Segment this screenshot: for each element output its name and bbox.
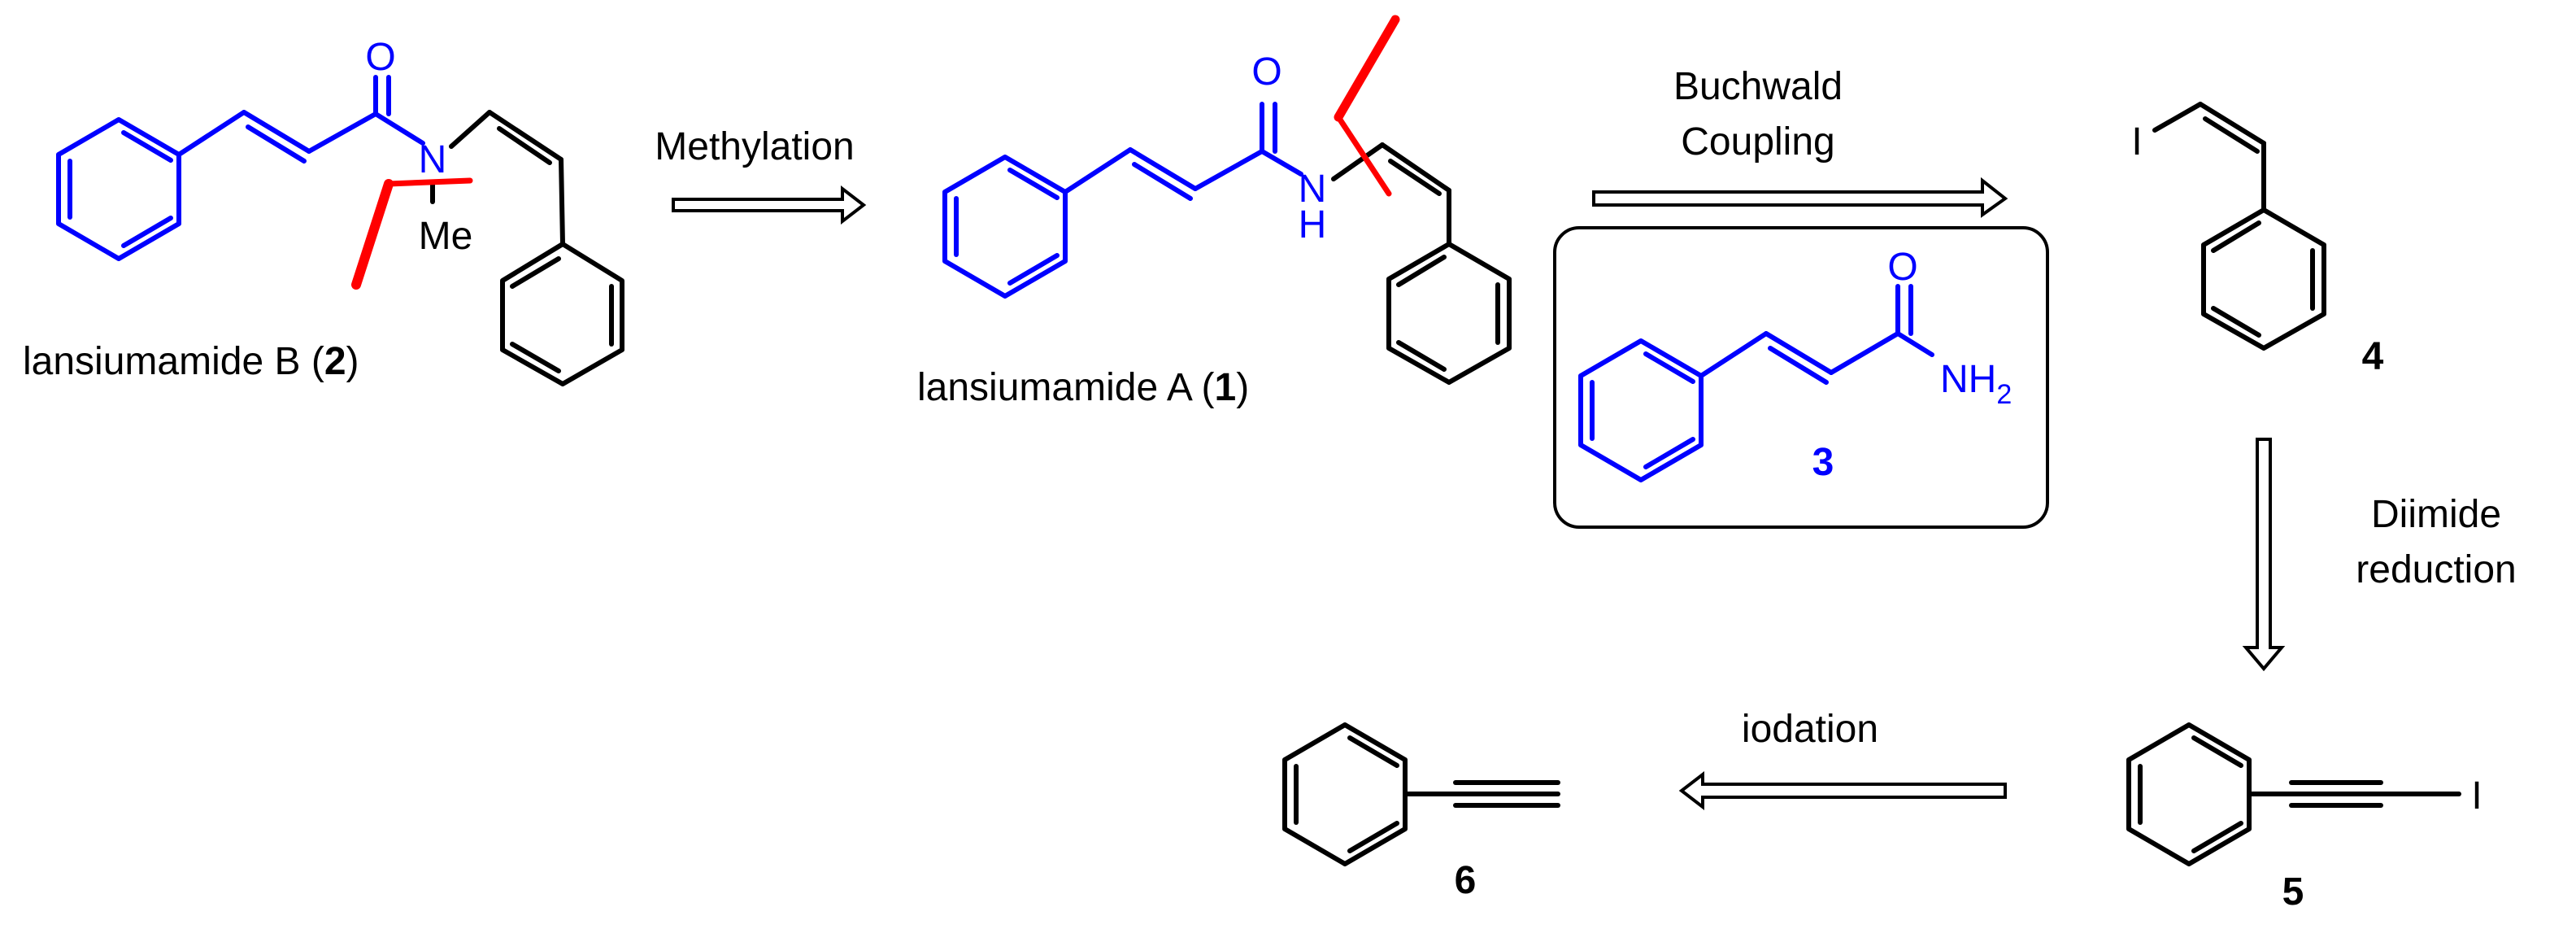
compound-1-cinnamoyl xyxy=(942,102,1303,299)
diimide-arrow xyxy=(2242,438,2286,672)
compound-4-structure xyxy=(2152,102,2326,351)
compound-1-label: lansiumamide A (1) xyxy=(917,366,1249,409)
compound-3-structure xyxy=(1578,284,1934,482)
compound-2-nitrogen: N xyxy=(419,138,447,181)
step-methylation-label: Methylation xyxy=(655,125,854,168)
compound-2-cinnamoyl xyxy=(56,75,425,261)
compound-2-n-vinyl-bond xyxy=(449,110,492,149)
compound-1-oxygen: O xyxy=(1251,50,1281,94)
compound-1-hydrogen: H xyxy=(1299,203,1327,246)
compound-6-number: 6 xyxy=(1455,859,1477,902)
methylation-arrow xyxy=(672,185,867,225)
compound-2-disconnection-mark xyxy=(351,177,473,290)
compound-3-number: 3 xyxy=(1812,441,1834,484)
compound-6-structure xyxy=(1282,722,1560,866)
compound-5-number: 5 xyxy=(2282,870,2304,914)
compound-2-oxygen: O xyxy=(365,36,395,79)
compound-5-iodine: I xyxy=(2471,774,2482,818)
compound-5-structure xyxy=(2126,722,2461,866)
compound-3-oxygen: O xyxy=(1887,246,1917,289)
compound-2-methyl: Me xyxy=(419,215,473,258)
step-iodation-label: iodation xyxy=(1742,708,1878,751)
compound-1-nitrogen: N xyxy=(1299,168,1327,211)
compound-3-amine: NH2 xyxy=(1940,358,2012,410)
compound-4-number: 4 xyxy=(2362,335,2384,378)
step-diimide-line2: reduction xyxy=(2356,548,2516,591)
step-buchwald-line1: Buchwald xyxy=(1673,65,1843,108)
compound-2-styryl xyxy=(487,110,624,386)
iodation-arrow xyxy=(1678,770,2007,811)
compound-4-iodine: I xyxy=(2131,120,2142,164)
step-diimide-line1: Diimide xyxy=(2371,493,2501,536)
buchwald-arrow xyxy=(1592,177,2008,218)
step-buchwald-line2: Coupling xyxy=(1681,120,1834,164)
compound-1-n-vinyl-bond xyxy=(1331,142,1385,181)
compound-2-structure: O N Me xyxy=(56,36,624,386)
compound-1-styryl xyxy=(1380,142,1512,385)
reagent-3-box xyxy=(1553,226,2049,529)
compound-1-structure: O N H xyxy=(942,15,1512,385)
compound-2-label: lansiumamide B (2) xyxy=(23,340,359,383)
compound-1-disconnection-mark xyxy=(1334,15,1400,197)
